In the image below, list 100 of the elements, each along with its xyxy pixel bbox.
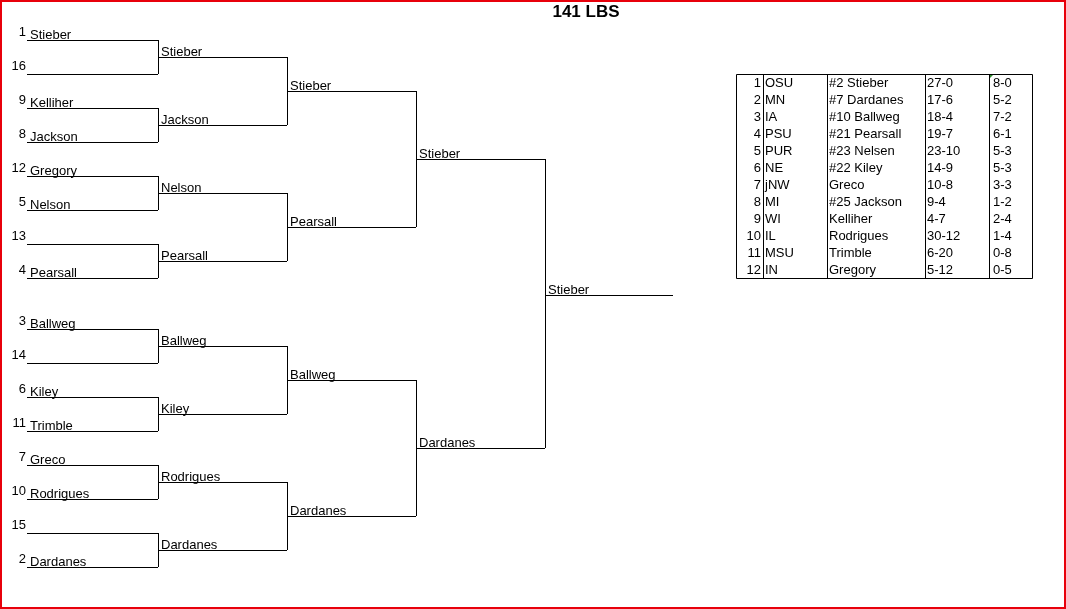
bracket-line <box>158 328 159 348</box>
wrestler-name: Trimble <box>30 419 73 433</box>
wrestler-entry: Greco <box>829 177 865 193</box>
wrestler-name: Ballweg <box>30 317 76 331</box>
wrestler-entry: Trimble <box>829 245 872 261</box>
seed-number: 3 <box>18 314 26 328</box>
seed-number: 15 <box>11 518 26 532</box>
wrestler-entry: #22 Kiley <box>829 160 883 176</box>
wrestler-name: Stieber <box>161 45 203 59</box>
bracket-line <box>545 295 546 449</box>
bracket-line <box>158 414 159 432</box>
rank-number: 7 <box>753 177 761 193</box>
conference-record: 0-8 <box>993 245 1012 261</box>
bracket-line <box>158 261 159 279</box>
seed-number: 8 <box>18 127 26 141</box>
seed-number: 1 <box>18 25 26 39</box>
conference-record: 8-0 <box>993 75 1012 91</box>
rank-number: 12 <box>746 262 761 278</box>
wrestler-name: Rodrigues <box>161 470 221 484</box>
school-abbreviation: IN <box>765 262 778 278</box>
rank-number: 2 <box>753 92 761 108</box>
rank-number: 11 <box>747 245 761 261</box>
wrestler-name: Dardanes <box>419 436 476 450</box>
bracket-line <box>158 193 159 211</box>
seed-number: 2 <box>18 552 26 566</box>
conference-record: 5-3 <box>993 160 1012 176</box>
seed-number: 5 <box>18 195 26 209</box>
wrestler-name: Stieber <box>290 79 332 93</box>
seed-number: 7 <box>18 450 26 464</box>
rank-number: 8 <box>753 194 761 210</box>
rank-number: 5 <box>753 143 761 159</box>
bracket-line <box>158 39 159 59</box>
conference-record: 3-3 <box>993 177 1012 193</box>
seed-number: 12 <box>11 161 26 175</box>
conference-record: 1-2 <box>993 194 1012 210</box>
wrestler-entry: #25 Jackson <box>829 194 902 210</box>
overall-record: 17-6 <box>927 92 954 108</box>
rank-number: 4 <box>753 126 761 142</box>
seed-number: 9 <box>18 93 26 107</box>
school-abbreviation: IL <box>765 228 776 244</box>
bracket-line <box>287 192 288 229</box>
wrestler-entry: Rodrigues <box>829 228 889 244</box>
seed-number: 16 <box>11 59 26 73</box>
wrestler-entry: #23 Nelsen <box>829 143 895 159</box>
seed-number: 6 <box>18 382 26 396</box>
school-abbreviation: OSU <box>765 75 794 91</box>
wrestler-name: Gregory <box>30 164 77 178</box>
conference-record: 5-3 <box>993 143 1012 159</box>
bracket-line <box>545 158 546 297</box>
wrestler-entry: #21 Pearsall <box>829 126 902 142</box>
bracket-line <box>158 57 159 75</box>
bracket-line <box>287 227 288 262</box>
wrestler-name: Stieber <box>30 28 72 42</box>
overall-record: 19-7 <box>927 126 954 142</box>
wrestler-name: Jackson <box>161 113 209 127</box>
school-abbreviation: IA <box>765 109 778 125</box>
rank-number: 3 <box>753 109 761 125</box>
bracket-line <box>287 380 288 415</box>
overall-record: 18-4 <box>927 109 954 125</box>
conference-record: 2-4 <box>993 211 1012 227</box>
wrestler-name: Kiley <box>30 385 59 399</box>
bracket-line <box>158 532 159 552</box>
bracket-line <box>416 90 417 161</box>
wrestler-name: Ballweg <box>290 368 336 382</box>
overall-record: 27-0 <box>927 75 954 91</box>
wrestler-name: Kelliher <box>30 96 74 110</box>
wrestler-name: Pearsall <box>161 249 208 263</box>
rank-number: 1 <box>753 75 761 91</box>
overall-record: 14-9 <box>927 160 954 176</box>
wrestler-name: Stieber <box>548 283 590 297</box>
wrestler-name: Nelson <box>161 181 202 195</box>
wrestler-name: Jackson <box>30 130 78 144</box>
conference-record: 5-2 <box>993 92 1012 108</box>
seed-number: 4 <box>18 263 26 277</box>
school-abbreviation: jNW <box>765 177 790 193</box>
wrestler-name: Nelson <box>30 198 71 212</box>
wrestler-entry: Kelliher <box>829 211 873 227</box>
bracket-line <box>158 346 159 364</box>
school-abbreviation: MSU <box>765 245 794 261</box>
wrestler-name: Kiley <box>161 402 190 416</box>
wrestler-name: Pearsall <box>290 215 337 229</box>
wrestler-name: Dardanes <box>161 538 218 552</box>
bracket-line <box>287 56 288 93</box>
bracket-line <box>158 396 159 416</box>
wrestler-name: Dardanes <box>30 555 87 569</box>
overall-record: 30-12 <box>927 228 961 244</box>
school-abbreviation: PSU <box>765 126 792 142</box>
bracket-line <box>416 159 417 228</box>
overall-record: 10-8 <box>927 177 954 193</box>
conference-record: 7-2 <box>993 109 1012 125</box>
bracket-line <box>158 550 159 568</box>
school-abbreviation: WI <box>765 211 781 227</box>
bracket-line <box>158 482 159 500</box>
wrestler-entry: #2 Stieber <box>829 75 889 91</box>
rank-number: 10 <box>746 228 761 244</box>
school-abbreviation: MI <box>765 194 780 210</box>
overall-record: 9-4 <box>927 194 946 210</box>
seed-number: 10 <box>11 484 26 498</box>
wrestler-name: Ballweg <box>161 334 207 348</box>
wrestler-name: Rodrigues <box>30 487 90 501</box>
